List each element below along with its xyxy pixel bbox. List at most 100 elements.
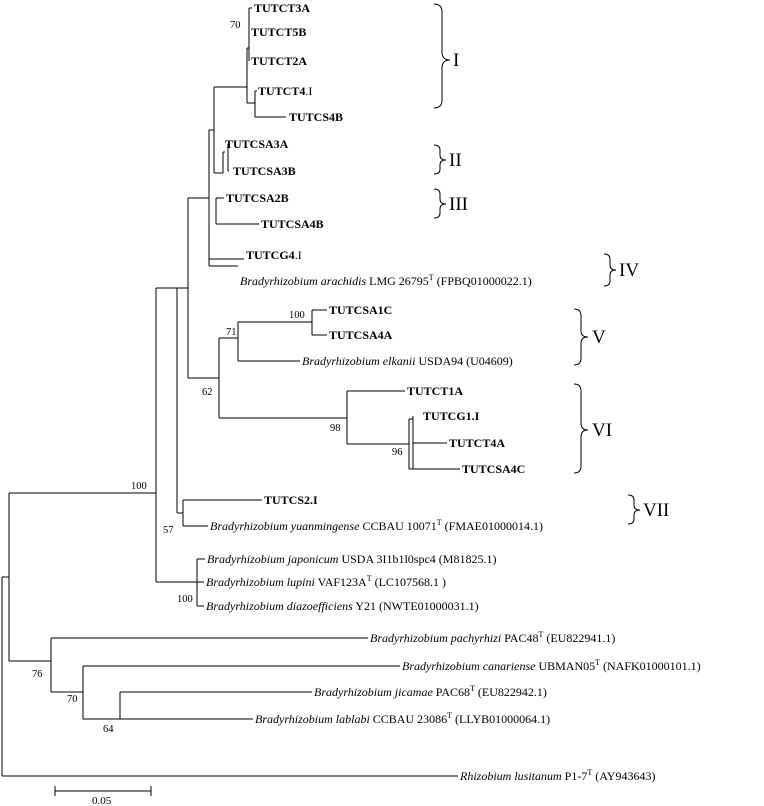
taxon-label-part: PAC48 — [501, 631, 538, 645]
taxon-label: TUTCSA4A — [329, 328, 393, 342]
taxon-label-part: Y21 (NWTE01000031.1) — [353, 599, 479, 613]
bootstrap-value: 100 — [289, 310, 305, 321]
taxon-label: Bradyrhizobium japonicum USDA 3I1b1l0spc… — [207, 552, 496, 566]
taxon-label-part: TUTCSA3A — [225, 137, 289, 151]
taxon-label-part: (EU822941.1) — [543, 631, 615, 645]
taxon-label-part: TUTCT3A — [254, 1, 310, 15]
taxon-label: TUTCS4B — [289, 110, 343, 124]
bootstrap-value: 76 — [32, 669, 43, 680]
taxon-label: TUTCSA1C — [329, 303, 392, 317]
taxon-label-part: T — [437, 518, 442, 527]
taxon-label: Bradyrhizobium pachyrhizi PAC48T (EU8229… — [370, 630, 615, 645]
taxon-label: TUTCT4A — [449, 436, 505, 450]
taxon-label-part: (EU822942.1) — [475, 685, 547, 699]
taxon-label-part: Bradyrhizobium lupini — [206, 575, 315, 589]
taxon-label-part: TUTCSA3B — [233, 164, 296, 178]
taxon-label-part: TUTCT2A — [251, 54, 307, 68]
taxon-label-part: Bradyrhizobium elkanii — [302, 354, 415, 368]
group-label: III — [449, 194, 468, 215]
taxon-label: TUTCSA2B — [226, 191, 289, 205]
taxon-label-part: Bradyrhizobium jicamae — [314, 685, 433, 699]
taxon-label: TUTCT1A — [407, 384, 463, 398]
taxon-label: Rhizobium lusitanum P1-7T (AY943643) — [459, 768, 655, 783]
bootstrap-values: 70 100 71 62 98 96 100 57 100 76 70 64 — [32, 20, 403, 735]
taxon-label: TUTCS2.I — [264, 493, 318, 507]
group-bracket-VI — [573, 383, 589, 474]
bootstrap-value: 100 — [131, 481, 147, 492]
taxon-label: TUTCG4.I — [246, 248, 302, 262]
tip-labels: TUTCT3A TUTCT5B TUTCT2A TUTCT4.I TUTCS4B… — [206, 1, 701, 783]
group-brackets: I II III IV V VI VII — [433, 3, 669, 525]
taxon-label-part: Bradyrhizobium canariense — [402, 659, 536, 673]
taxon-label-part: T — [367, 574, 372, 583]
taxon-label: Bradyrhizobium jicamae PAC68T (EU822942.… — [314, 684, 547, 699]
taxon-label: Bradyrhizobium lablabi CCBAU 23086T (LLY… — [255, 711, 550, 726]
taxon-label-part: TUTCG1.I — [423, 409, 480, 423]
group-bracket-V — [573, 308, 589, 366]
taxon-label-part: TUTCT4 — [258, 84, 305, 98]
taxon-label-part: Bradyrhizobium arachidis — [240, 274, 366, 288]
taxon-label: Bradyrhizobium canariense UBMAN05T (NAFK… — [402, 658, 701, 673]
taxon-label-part: Bradyrhizobium yuanmingense — [210, 519, 360, 533]
taxon-label-part: (AY943643) — [592, 769, 655, 783]
taxon-label: Bradyrhizobium yuanmingense CCBAU 10071T… — [210, 518, 543, 533]
taxon-label: Bradyrhizobium arachidis LMG 26795T (FPB… — [240, 273, 532, 288]
taxon-label: Bradyrhizobium lupini VAF123AT (LC107568… — [206, 574, 446, 589]
taxon-label-part: LMG 26795 — [366, 274, 429, 288]
bootstrap-value: 71 — [226, 327, 237, 338]
taxon-label: Bradyrhizobium diazoefficiens Y21 (NWTE0… — [206, 599, 479, 613]
taxon-label-part: TUTCSA1C — [329, 303, 392, 317]
taxon-label: TUTCSA4B — [261, 217, 324, 231]
taxon-label-part: Bradyrhizobium japonicum — [207, 552, 339, 566]
taxon-label-part: TUTCT5B — [251, 25, 306, 39]
taxon-label-part: UBMAN05 — [535, 659, 595, 673]
taxon-label-part: T — [447, 711, 452, 720]
scale-bar-label: 0.05 — [92, 795, 112, 806]
taxon-label-part: Rhizobium lusitanum — [459, 769, 562, 783]
group-bracket-III — [433, 188, 447, 219]
taxon-label: TUTCSA4C — [462, 462, 525, 476]
bootstrap-value: 62 — [202, 387, 213, 398]
taxon-label-part: T — [587, 768, 592, 777]
taxon-label-part: (LC107568.1 ) — [372, 575, 446, 589]
taxon-label-part: CCBAU 10071 — [359, 519, 436, 533]
bootstrap-value: 70 — [67, 694, 78, 705]
taxon-label-part: PAC68 — [433, 685, 470, 699]
taxon-label-part: TUTCT4A — [449, 436, 505, 450]
taxon-label-part: TUTCSA4A — [329, 328, 393, 342]
group-bracket-IV — [603, 253, 617, 287]
taxon-label-part: CCBAU 23086 — [370, 712, 447, 726]
taxon-label-part: VAF123A — [315, 575, 367, 589]
taxon-label-part: .I — [305, 84, 312, 98]
taxon-label-part: TUTCS4B — [289, 110, 343, 124]
taxon-label: TUTCG1.I — [423, 409, 480, 423]
taxon-label-part: T — [429, 273, 434, 282]
taxon-label-part: (FMAE01000014.1) — [442, 519, 543, 533]
group-label: II — [449, 150, 462, 171]
bootstrap-value: 100 — [177, 594, 193, 605]
taxon-label-part: USDA 3I1b1l0spc4 (M81825.1) — [338, 552, 496, 566]
taxon-label-part: TUTCSA4C — [462, 462, 525, 476]
taxon-label-part: T — [470, 684, 475, 693]
bootstrap-value: 70 — [230, 20, 241, 31]
taxon-label-part: P1-7 — [562, 769, 588, 783]
bootstrap-value: 64 — [103, 724, 114, 735]
taxon-label: TUTCSA3B — [233, 164, 296, 178]
group-bracket-I — [433, 3, 451, 109]
taxon-label: TUTCT5B — [251, 25, 306, 39]
tree-branches — [1, 7, 460, 796]
taxon-label: TUTCT4.I — [258, 84, 312, 98]
group-label: V — [592, 327, 606, 348]
taxon-label-part: Bradyrhizobium pachyrhizi — [370, 631, 501, 645]
taxon-label-part: Bradyrhizobium lablabi — [255, 712, 370, 726]
taxon-label-part: (LLYB01000064.1) — [452, 712, 550, 726]
taxon-label: Bradyrhizobium elkanii USDA94 (U04609) — [302, 354, 513, 368]
taxon-label-part: Bradyrhizobium diazoefficiens — [206, 599, 353, 613]
taxon-label-part: TUTCS2.I — [264, 493, 318, 507]
taxon-label-part: TUTCSA2B — [226, 191, 289, 205]
taxon-label-part: (FPBQ01000022.1) — [434, 274, 532, 288]
taxon-label: TUTCT2A — [251, 54, 307, 68]
bootstrap-value: 98 — [330, 423, 341, 434]
group-label: I — [453, 50, 459, 71]
taxon-label-part: TUTCSA4B — [261, 217, 324, 231]
